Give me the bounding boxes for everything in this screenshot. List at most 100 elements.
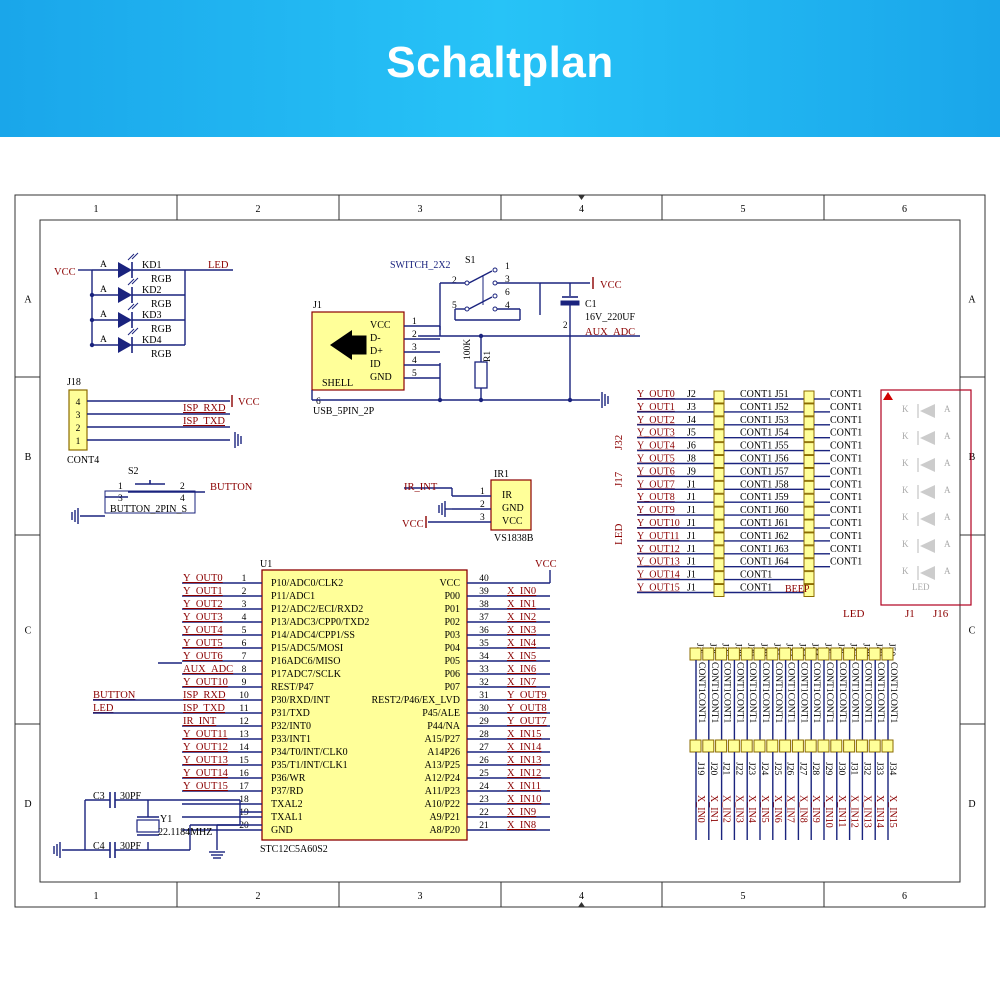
yout-right-label: CONT1	[830, 441, 862, 452]
switch-pin: 2	[452, 276, 457, 286]
header-pin	[713, 442, 725, 456]
xin-col-label: CONT1CONT1	[837, 662, 847, 723]
header-pin	[803, 558, 815, 572]
mcu-pin-name: P33/INT1	[271, 734, 311, 745]
xin-bottom-ref: J34	[887, 762, 897, 775]
led-matrix-inner-label: LED	[912, 582, 930, 592]
header-pin	[803, 416, 815, 430]
mcu-right-net-label: X_IN2	[507, 612, 536, 623]
led-matrix-pin: A	[944, 485, 951, 495]
mcu-pin-num: 25	[479, 769, 489, 779]
mcu-pin-num: 2	[242, 587, 247, 597]
button-pin: 4	[180, 494, 185, 504]
yout-ref: J5	[687, 428, 696, 439]
xin-col-label: CONT1CONT1	[811, 662, 821, 723]
yout-right-label: CONT1	[830, 389, 862, 400]
header-pin	[843, 739, 856, 753]
mcu-right-net-label: X_IN6	[507, 664, 536, 675]
led-value: RGB	[151, 274, 172, 285]
xin-col-label: CONT1CONT1	[786, 662, 796, 723]
usb-pin-name: D-	[370, 333, 381, 344]
header-pin	[803, 506, 815, 520]
yout-right-label: CONT1	[830, 492, 862, 503]
crystal-value: 22.1184MHZ	[158, 827, 212, 838]
header-pin	[779, 647, 792, 661]
mcu-pin-name: A9/P21	[429, 812, 460, 823]
header-pin	[791, 739, 804, 753]
yout-net-label: Y_OUT13	[637, 557, 680, 568]
mcu-pin-num: 37	[479, 613, 489, 623]
xin-net-label: X_IN15	[887, 795, 898, 828]
led-emission-arrow	[127, 253, 135, 261]
usb-pin-num: 4	[412, 356, 417, 366]
header-pin	[740, 647, 753, 661]
ground-symbol	[71, 508, 79, 524]
mcu-pin-num: 3	[242, 600, 247, 610]
xin-net-label: X_IN11	[836, 795, 847, 827]
mcu-pin-name: P01	[444, 604, 460, 615]
mcu-left-net-label: Y_OUT14	[183, 768, 229, 779]
ground-symbol	[601, 392, 609, 408]
header-pin	[713, 493, 725, 507]
xin-net-label: X_IN6	[772, 795, 783, 823]
switch-pin: 3	[505, 275, 510, 285]
mcu-pin-name: P16ADC6/MISO	[271, 656, 340, 667]
mcu-left-net-label: Y_OUT13	[183, 755, 228, 766]
mcu-pin-name: P13/ADC3/CPP0/TXD2	[271, 617, 369, 628]
led-matrix-ref2: J16	[933, 608, 949, 620]
yout-side-label: J32	[613, 435, 625, 450]
yout-ref: J1	[687, 531, 696, 542]
xin-bottom-ref: J27	[797, 762, 807, 775]
yout-right-label: CONT1	[830, 454, 862, 465]
header-pin	[702, 647, 715, 661]
header-pin	[803, 403, 815, 417]
mcu-pin-num: 11	[239, 704, 248, 714]
header-pin	[803, 467, 815, 481]
header-pin	[727, 739, 740, 753]
ground-symbol	[209, 851, 225, 859]
xin-bottom-ref: J23	[746, 762, 756, 775]
xin-col-label: CONT1CONT1	[760, 662, 770, 723]
xin-bottom-ref: J22	[733, 762, 743, 775]
yout-net-label: Y_OUT12	[637, 544, 680, 555]
yout-right-label: CONT1	[830, 415, 862, 426]
mcu-pin-num: 17	[239, 782, 249, 792]
mcu-pin-name: P11/ADC1	[271, 591, 315, 602]
led-emission-arrow	[131, 252, 139, 260]
mcu-left-net-label: IR_INT	[183, 716, 217, 727]
capacitor-plate-curved	[560, 300, 580, 306]
mcu-left-net-label: Y_OUT11	[183, 729, 228, 740]
xin-bottom-ref: J25	[772, 762, 782, 775]
page-title: Schaltplan	[386, 38, 614, 87]
mcu-left-net-label: Y_OUT5	[183, 638, 223, 649]
resistor-value: 100K	[463, 339, 473, 360]
ir-pin-name: VCC	[502, 516, 523, 527]
mcu-pin-num: 38	[479, 600, 489, 610]
switch-pin: 4	[505, 301, 510, 311]
header-pin	[881, 647, 894, 661]
yout-net-label: Y_OUT11	[637, 531, 679, 542]
mcu-pin-num: 36	[479, 626, 489, 636]
led-emission-arrow	[131, 302, 139, 310]
mcu-pin-num: 8	[242, 665, 247, 675]
grid-row-label: A	[24, 295, 32, 306]
mcu-extra-net-label: BUTTON	[93, 690, 136, 701]
xin-bottom-ref: J19	[695, 762, 705, 775]
yout-ref: J2	[687, 389, 696, 400]
button-pin: 1	[118, 482, 123, 492]
xin-bottom-ref: J26	[785, 762, 795, 775]
xin-col-label: CONT1CONT1	[875, 662, 885, 723]
header-pin	[803, 390, 815, 404]
xin-net-label: X_IN3	[733, 795, 744, 823]
j18-pin-num: 4	[76, 398, 81, 408]
mcu-right-net-label: X_IN4	[507, 638, 537, 649]
mcu-right-net-label: X_IN12	[507, 768, 541, 779]
frame-outer	[14, 194, 986, 908]
yout-mid-label: CONT1 J64	[740, 557, 789, 568]
mcu-pin-name: A8/P20	[429, 825, 460, 836]
mcu-right-net-label: Y_OUT9	[507, 690, 547, 701]
c3-value: 30PF	[120, 791, 142, 802]
mcu-pin-name: A14P26	[427, 747, 460, 758]
switch-contact	[492, 306, 498, 312]
usb-shell: SHELL	[322, 378, 353, 389]
